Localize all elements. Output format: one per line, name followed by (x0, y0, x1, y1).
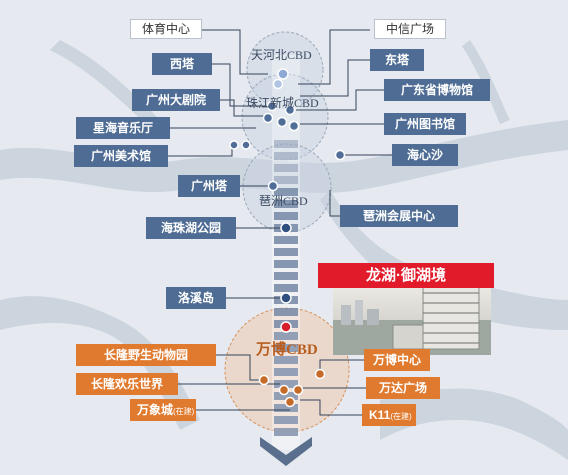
tag-haizhu-lake-park: 海珠湖公园 (146, 217, 236, 239)
zhujiang-new-town-cbd-label: 珠江新城CBD (246, 96, 319, 110)
project-photo (333, 275, 491, 355)
axis-segment (274, 344, 298, 352)
pazhou-cbd-label: 琶洲CBD (259, 194, 308, 208)
tag-wanda-plaza: 万达广场 (366, 377, 440, 399)
tag-luoxi-island: 洛溪岛 (166, 287, 226, 309)
axis-segment (274, 140, 298, 148)
tag-wanbo-center-text: 万博中心 (372, 353, 421, 367)
axis-segment (274, 248, 298, 256)
axis-segment (274, 332, 298, 340)
tag-k11-note: (在建) (390, 412, 412, 421)
tag-chimelong-safari-text: 长隆野生动物园 (103, 348, 188, 362)
axis-segment (274, 404, 298, 412)
tag-sports-center: 体育中心 (130, 19, 202, 39)
tag-haixinsha: 海心沙 (392, 144, 458, 166)
axis-segment (274, 272, 298, 280)
axis-segment (274, 308, 298, 316)
tag-wanbo-center: 万博中心 (364, 349, 430, 371)
axis-segment (274, 236, 298, 244)
tag-mixc-text: 万象城 (137, 403, 174, 417)
tag-pazhou-expo: 琶洲会展中心 (340, 205, 458, 227)
tianhe-north-cbd-label: 天河北CBD (251, 48, 312, 62)
axis-segment (274, 284, 298, 292)
tag-mixc: 万象城(在建) (130, 399, 196, 421)
axis-segment (274, 380, 298, 388)
axis-segment (274, 200, 298, 208)
tag-canton-tower: 广州塔 (178, 175, 240, 197)
tag-art-museum: 广州美术馆 (74, 145, 168, 167)
axis-segment (274, 260, 298, 268)
axis-segment (274, 416, 298, 424)
axis-segment (274, 152, 298, 160)
connectors (168, 29, 392, 416)
tag-chimelong-safari: 长隆野生动物园 (76, 344, 216, 366)
station-dots (229, 68, 346, 408)
axis-segment (274, 176, 298, 184)
tag-chimelong-paradise-text: 长隆欢乐世界 (90, 377, 163, 391)
tag-west-tower: 西塔 (152, 53, 212, 75)
tag-opera-house: 广州大剧院 (132, 89, 220, 111)
project-title: 龙湖·御湖境 (318, 263, 494, 288)
tag-chimelong-paradise: 长隆欢乐世界 (76, 373, 178, 395)
axis-segment (274, 392, 298, 400)
axis-segment (274, 356, 298, 364)
tag-mixc-note: (在建) (173, 407, 195, 416)
axis-segment (274, 164, 298, 172)
down-arrow (260, 437, 312, 466)
axis-segment (274, 188, 298, 196)
tag-citic-plaza: 中信广场 (374, 19, 446, 39)
tag-east-tower: 东塔 (370, 49, 424, 71)
tag-library: 广州图书馆 (384, 113, 466, 135)
tag-wanda-plaza-text: 万达广场 (378, 381, 427, 395)
tag-k11: K11(在建) (362, 404, 416, 426)
tag-provincial-museum: 广东省博物馆 (384, 79, 490, 101)
axis-segment (274, 212, 298, 220)
wanbo-cbd-label: 万博CBD (256, 342, 318, 358)
axis-segment (274, 428, 298, 436)
tag-xinghai-concert-hall: 星海音乐厅 (76, 117, 170, 139)
tag-k11-text: K11 (369, 408, 391, 422)
axis-segment (274, 368, 298, 376)
